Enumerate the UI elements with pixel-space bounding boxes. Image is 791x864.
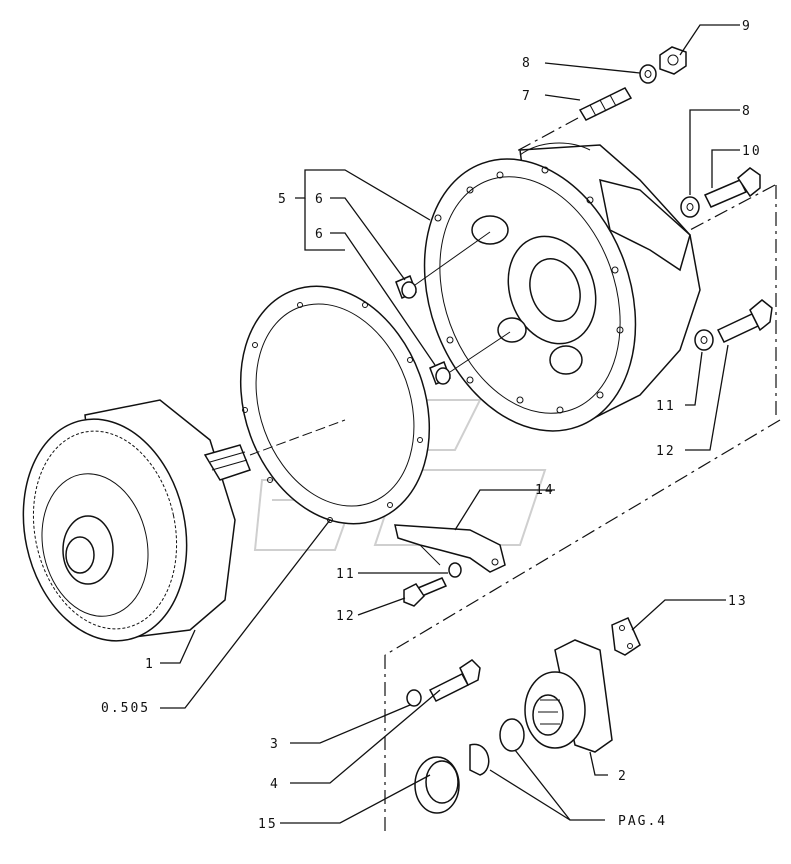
callout-14: 14 bbox=[535, 483, 555, 498]
callout-labels: 9 8 7 8 10 5 6 6 11 12 14 11 12 13 1 0.5… bbox=[101, 19, 762, 832]
bracket-part-14 bbox=[394, 524, 506, 573]
callout-3: 3 bbox=[270, 737, 280, 752]
yoke-flange-part-2 bbox=[524, 639, 613, 753]
callout-10: 10 bbox=[742, 144, 762, 159]
callout-6-upper: 6 bbox=[315, 192, 325, 207]
callout-pag-4: PAG.4 bbox=[618, 814, 667, 829]
dowel-pins-part-6 bbox=[395, 231, 511, 385]
callout-7: 7 bbox=[522, 89, 532, 104]
bolt-washer-parts-11-12-lower bbox=[403, 562, 462, 607]
callout-8-top: 8 bbox=[522, 56, 532, 71]
callout-11-right: 11 bbox=[656, 399, 676, 414]
bolt-washer-parts-8-10 bbox=[680, 167, 761, 218]
callout-9: 9 bbox=[742, 19, 752, 34]
callout-12-lower: 12 bbox=[336, 609, 356, 624]
callout-15: 15 bbox=[258, 817, 278, 832]
callout-12-right: 12 bbox=[656, 444, 676, 459]
callout-4: 4 bbox=[270, 777, 280, 792]
bolt-washer-parts-11-12-right bbox=[694, 299, 773, 351]
callout-5: 5 bbox=[278, 192, 288, 207]
stud-washer-nut-parts-7-8-9 bbox=[578, 46, 687, 121]
leader-lines bbox=[160, 24, 740, 824]
housing-part-5 bbox=[423, 142, 701, 432]
callout-11-lower: 11 bbox=[336, 567, 356, 582]
seal-circlip-oring-parts bbox=[414, 718, 525, 814]
callout-0505: 0.505 bbox=[101, 701, 150, 716]
callout-6-lower: 6 bbox=[315, 227, 325, 242]
plate-part-13 bbox=[611, 617, 641, 656]
bolt-washer-parts-3-4 bbox=[406, 659, 481, 707]
gasket-part-0505 bbox=[239, 285, 431, 525]
callout-1: 1 bbox=[145, 657, 155, 672]
callout-8-right: 8 bbox=[742, 104, 752, 119]
callout-13: 13 bbox=[728, 594, 748, 609]
callout-2: 2 bbox=[618, 769, 628, 784]
gear-drum-part-1 bbox=[22, 399, 346, 642]
